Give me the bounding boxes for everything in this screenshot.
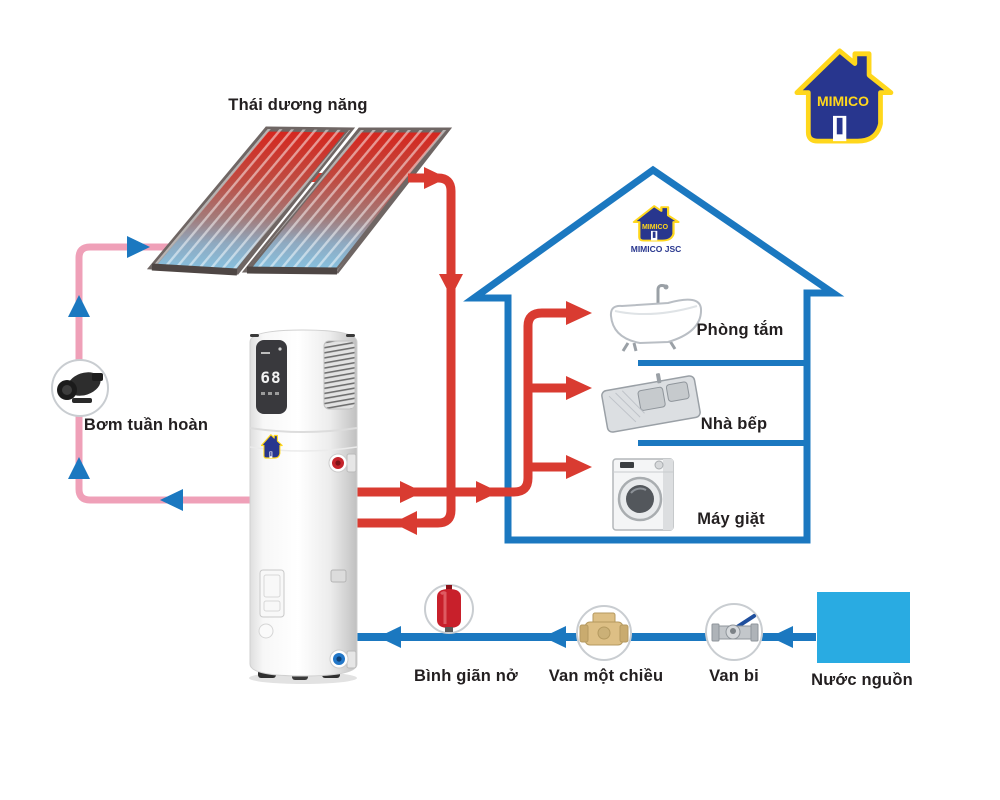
expansion-vessel-icon (437, 585, 461, 632)
check-valve (576, 605, 632, 661)
check-valve-icon (579, 612, 629, 646)
label-ball-valve: Van bi (709, 667, 759, 685)
label-check-valve: Van một chiều (548, 667, 664, 685)
label-bathroom: Phòng tắm (696, 321, 784, 339)
tank-vent-grille (323, 340, 356, 410)
expansion-tank (424, 584, 474, 634)
loop-flow-arrow-icon (68, 457, 90, 479)
label-washing-machine: Máy giặt (697, 510, 765, 528)
loop-flow-arrow-icon (160, 489, 183, 511)
bathtub-icon (609, 284, 703, 352)
hot-flow-arrow-icon (393, 511, 417, 535)
hot-flow-arrow-icon (566, 455, 592, 479)
hot-flow-arrow-icon (566, 376, 592, 400)
cold-flow-arrow-icon (543, 626, 566, 648)
washing-machine-icon (612, 458, 674, 531)
display-temperature: 68 (260, 368, 281, 387)
tank-display (256, 340, 287, 414)
house (463, 165, 845, 544)
pump-icon (57, 372, 103, 403)
loop-flow-arrow-icon (127, 236, 150, 258)
solar-panel (241, 127, 453, 275)
house-outline (463, 165, 845, 544)
solar-panels (146, 126, 453, 276)
ball-valve-icon (711, 614, 759, 642)
heat-pump-tank: 68 (249, 329, 358, 684)
label-expansion-tank: Bình giãn nở (414, 667, 518, 685)
hot-flow-arrow-icon (400, 481, 423, 503)
solar-panel (146, 126, 356, 276)
cold-flow-arrow-icon (770, 626, 793, 648)
label-kitchen: Nhà bếp (700, 415, 768, 433)
house-logo-text: MIMICO (642, 224, 669, 231)
house-brand-logo: MIMICO MIMICO JSC (631, 204, 682, 254)
hot-outlet-port (328, 453, 357, 473)
hot-flow-arrow-icon (439, 274, 463, 297)
kitchen-sink-icon (601, 373, 701, 433)
hot-flow-arrow-icon (424, 167, 447, 189)
label-water-source: Nước nguồn (811, 671, 913, 689)
ball-valve (705, 603, 763, 661)
circulation-pump (51, 359, 109, 417)
tank-label-sticker (259, 569, 285, 618)
mimico-logo: MIMICO (797, 51, 891, 141)
label-solar-panels: Thái dương năng (228, 96, 368, 114)
hot-flow-arrow-icon (476, 481, 499, 503)
water-source-box (817, 592, 910, 663)
circulation-loop-pipe (75, 243, 262, 504)
label-circulation-pump: Bơm tuần hoàn (83, 416, 209, 434)
cold-flow-arrow-icon (378, 626, 401, 648)
hot-flow-arrow-icon (566, 301, 592, 325)
hot-water-pipes (356, 167, 592, 535)
cold-inlet-port (329, 649, 357, 669)
distribution-pipe (356, 308, 566, 497)
loop-flow-arrow-icon (68, 295, 90, 317)
house-logo-caption: MIMICO JSC (631, 244, 682, 254)
mimico-logo-text: MIMICO (817, 93, 869, 109)
circulation-loop-arrows (68, 236, 183, 511)
panel-connector (308, 173, 326, 182)
